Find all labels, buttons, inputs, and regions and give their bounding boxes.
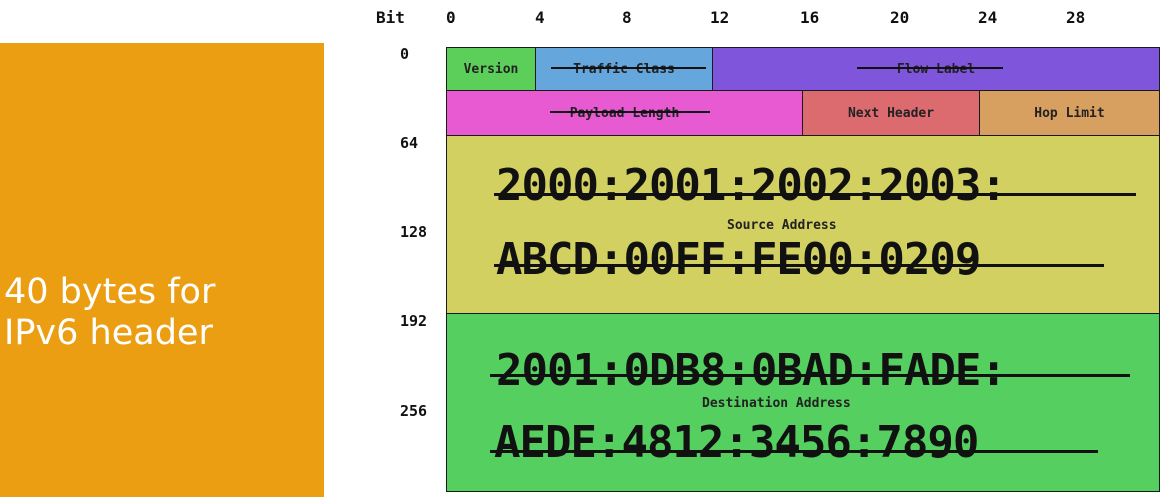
destination-line-1-strikethrough xyxy=(490,374,1130,377)
flow-label-strikethrough xyxy=(857,67,1003,69)
source-line-1-strikethrough xyxy=(494,193,1136,196)
next-header-field: Next Header xyxy=(802,90,980,136)
title-panel xyxy=(0,43,324,497)
bit-tick-12: 12 xyxy=(710,8,730,27)
row-offset-0: 0 xyxy=(400,45,410,63)
destination-address-caption: Destination Address xyxy=(702,396,851,411)
row-offset-128: 128 xyxy=(400,223,428,241)
traffic-class-field: Traffic Class xyxy=(535,47,713,91)
bit-tick-20: 20 xyxy=(890,8,910,27)
version-field: Version xyxy=(446,47,536,91)
bit-tick-8: 8 xyxy=(622,8,632,27)
flow-label-field: Flow Label xyxy=(712,47,1160,91)
source-address-caption: Source Address xyxy=(727,218,837,233)
hop-limit-label: Hop Limit xyxy=(1034,105,1105,121)
row-offset-192: 192 xyxy=(400,312,428,330)
source-line-2-strikethrough xyxy=(494,264,1104,267)
row-offset-64: 64 xyxy=(400,134,419,152)
destination-address-line-1: 2001:0DB8:0BAD:FADE: xyxy=(496,345,1007,396)
traffic-class-label: Traffic Class xyxy=(573,61,675,77)
destination-address-line-2: AEDE:4812:3456:7890 xyxy=(494,417,979,468)
destination-line-2-strikethrough xyxy=(490,450,1098,453)
destination-address-field xyxy=(446,313,1160,492)
payload-length-label: Payload Length xyxy=(569,105,680,121)
row-offset-256: 256 xyxy=(400,402,428,420)
next-header-label: Next Header xyxy=(847,105,935,121)
traffic-class-strikethrough xyxy=(551,67,706,69)
bit-tick-0: 0 xyxy=(446,8,456,27)
source-address-line-2: ABCD:00FF:FE00:0209 xyxy=(496,234,981,285)
bit-axis-label: Bit xyxy=(376,8,405,27)
source-address-line-1: 2000:2001:2002:2003: xyxy=(496,160,1007,211)
bit-tick-16: 16 xyxy=(800,8,820,27)
bit-tick-24: 24 xyxy=(978,8,998,27)
bit-tick-4: 4 xyxy=(535,8,545,27)
hop-limit-field: Hop Limit xyxy=(979,90,1160,136)
payload-length-field: Payload Length xyxy=(446,90,803,136)
bit-tick-28: 28 xyxy=(1066,8,1086,27)
slide-title: 40 bytes for IPv6 header xyxy=(4,272,216,353)
flow-label-label: Flow Label xyxy=(896,61,976,77)
version-label: Version xyxy=(463,61,519,77)
payload-length-strikethrough xyxy=(550,111,710,113)
source-address-field xyxy=(446,135,1160,314)
